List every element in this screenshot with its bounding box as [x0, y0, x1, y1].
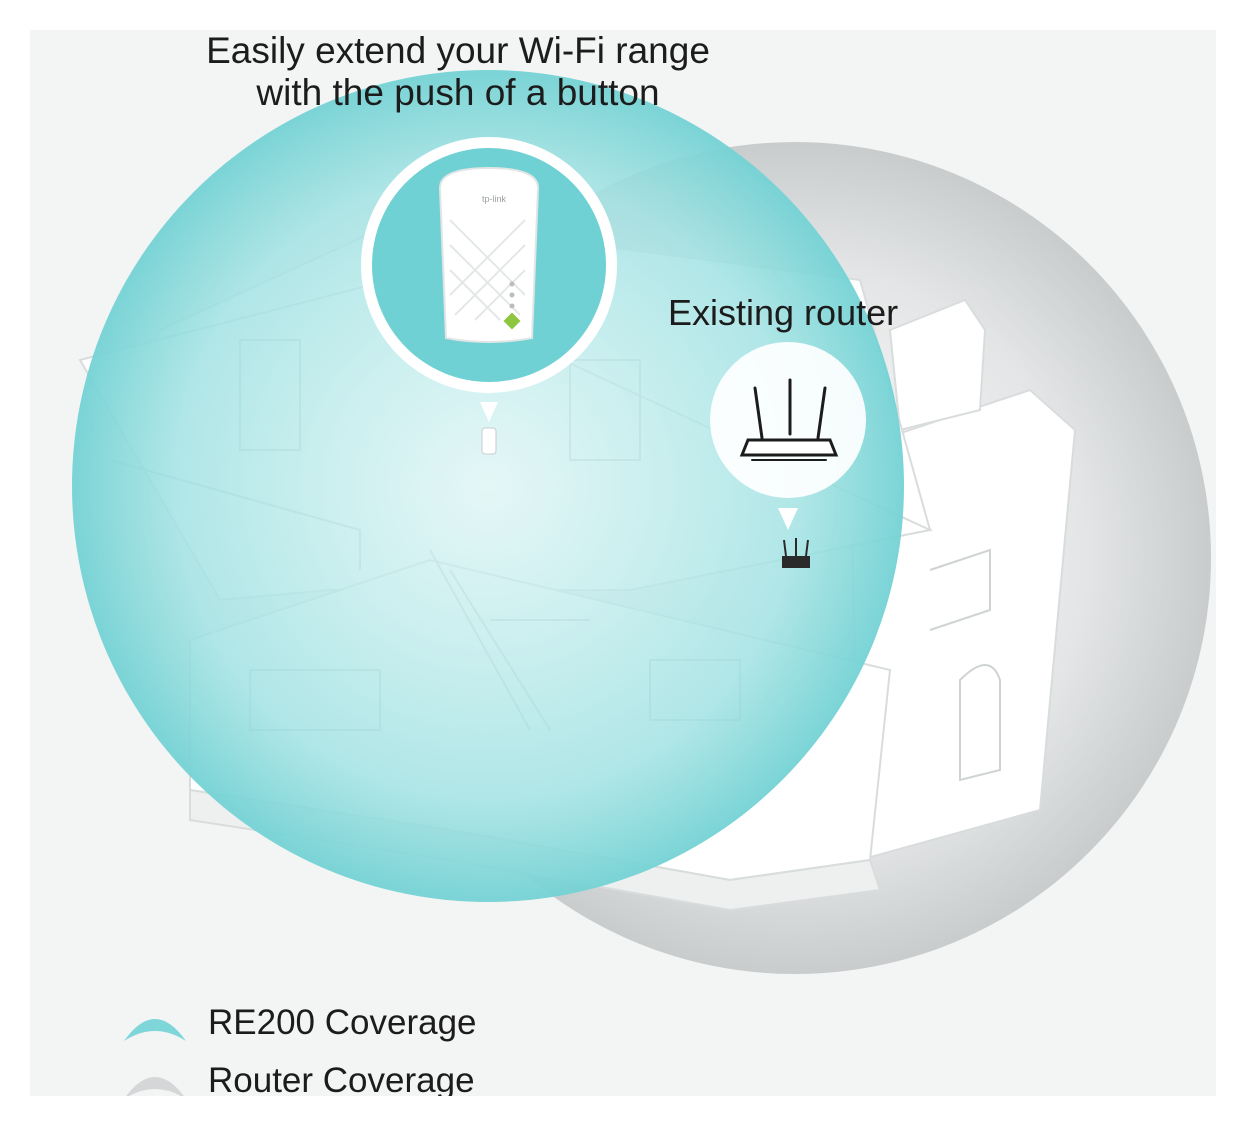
headline: Easily extend your Wi-Fi range with the … — [180, 30, 736, 114]
extender-plugged-in — [481, 427, 497, 455]
headline-line-1: Easily extend your Wi-Fi range — [206, 30, 710, 71]
svg-text:tp-link: tp-link — [482, 194, 507, 204]
legend-item-extender: RE200 Coverage — [122, 994, 477, 1052]
router-coverage-swatch-icon — [126, 1077, 184, 1096]
legend-label-extender: RE200 Coverage — [208, 1003, 477, 1042]
legend: RE200 Coverage Router Coverage — [122, 994, 477, 1096]
headline-line-2: with the push of a button — [256, 72, 660, 113]
extender-coverage-area — [72, 70, 904, 902]
legend-label-router: Router Coverage — [208, 1061, 475, 1096]
range-extender-icon: tp-link — [438, 166, 540, 343]
router-icon — [739, 378, 839, 461]
router-on-table — [782, 538, 810, 568]
router-callout — [710, 342, 866, 530]
diagram-canvas: tp-link Easily extend your Wi-Fi range w… — [30, 30, 1216, 1096]
existing-router-label: Existing router — [668, 292, 899, 333]
legend-item-router: Router Coverage — [122, 1052, 477, 1096]
extender-coverage-swatch-icon — [124, 1019, 186, 1041]
coverage-scene: tp-link — [72, 70, 1211, 974]
